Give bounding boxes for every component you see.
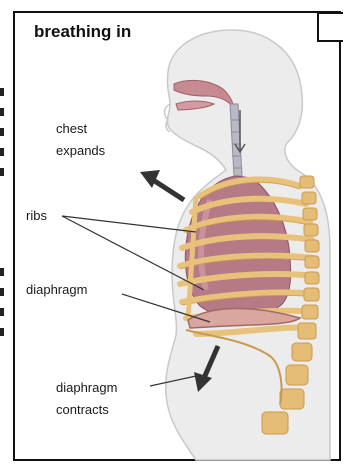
diagram-title: breathing in bbox=[34, 22, 131, 42]
chest-expands-arrow-icon bbox=[140, 170, 184, 200]
label-chest: chest bbox=[56, 121, 87, 136]
label-diaphragm: diaphragm bbox=[26, 282, 87, 297]
label-expands: expands bbox=[56, 143, 105, 158]
label-diaphragm-contracts-2: contracts bbox=[56, 402, 109, 417]
corner-box bbox=[317, 12, 343, 42]
label-ribs: ribs bbox=[26, 208, 47, 223]
side-edge-marks bbox=[0, 88, 6, 338]
label-diaphragm-contracts-1: diaphragm bbox=[56, 380, 117, 395]
